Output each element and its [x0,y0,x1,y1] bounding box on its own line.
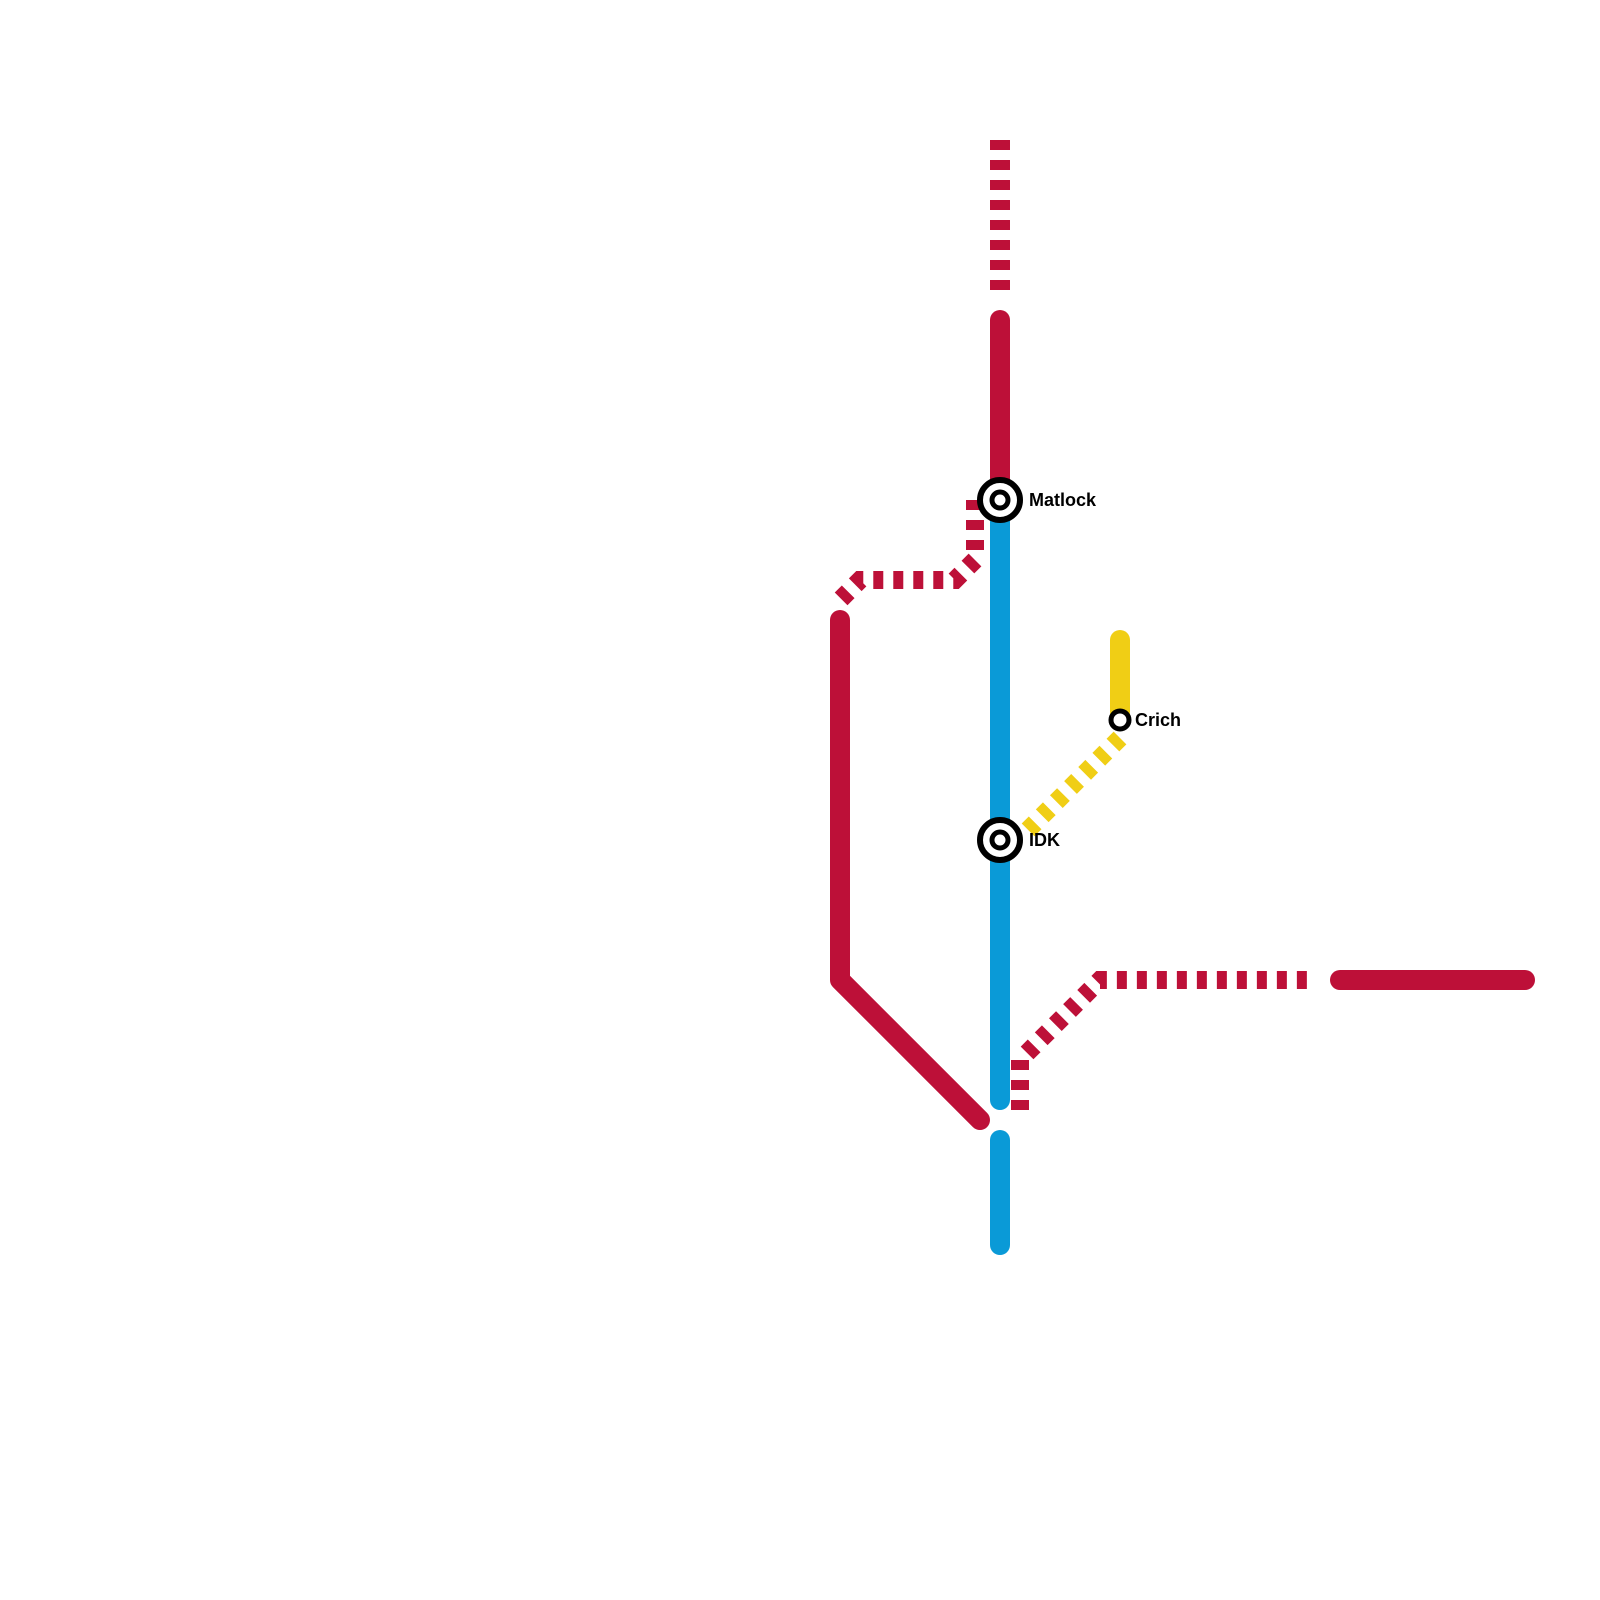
station-label: Matlock [1029,490,1097,510]
station-crich[interactable]: Crich [1108,708,1181,732]
red-line-segment-west [830,610,990,1130]
interchange-inner-ring [989,489,1011,511]
station-matlock[interactable]: Matlock [977,477,1097,523]
yellow-line [1018,630,1130,840]
red-line-segment-planned-west [828,500,984,612]
station-label: Crich [1135,710,1181,730]
interchange-inner-ring [989,829,1011,851]
yellow-line-segment-planned [1018,731,1127,840]
red-line [828,140,1535,1130]
station-label: IDK [1029,830,1060,850]
station-idk[interactable]: IDK [977,817,1060,863]
stop-icon [1108,708,1132,732]
red-line-segment-planned-east [1011,971,1310,1110]
